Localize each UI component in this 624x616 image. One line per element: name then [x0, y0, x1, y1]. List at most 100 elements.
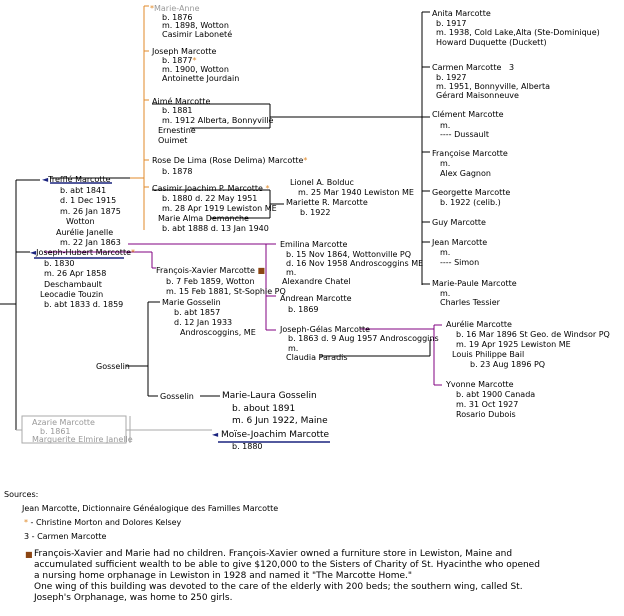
person-anita[interactable]: Anita Marcotte [432, 9, 491, 18]
source-item: Jean Marcotte, Dictionnaire Généalogique… [22, 504, 279, 513]
person-andrean[interactable]: Andrean Marcotte [280, 294, 352, 303]
person-detail: b. 1880 d. 22 May 1951 [162, 194, 258, 203]
arrow-left-icon: ◄ [30, 248, 37, 257]
person-detail: m. [286, 268, 297, 277]
arrow-left-icon: ◄ [212, 430, 219, 439]
person-detail: ---- Simon [440, 258, 480, 267]
person-aurelie[interactable]: Aurélie Marcotte [446, 320, 512, 329]
person-name: Trefflé Marcotte [48, 175, 111, 184]
source-star-marker: * [303, 156, 308, 165]
person-marie-gosselin[interactable]: Marie Gosselin [162, 298, 221, 307]
person-detail: m. 28 Apr 1919 Lewiston ME [162, 204, 277, 213]
person-detail: Marguerite Elmire Janelle [32, 435, 133, 444]
person-name: Moïse-Joachim Marcotte [221, 430, 330, 440]
person-detail: m. 31 Oct 1927 [456, 400, 519, 409]
person-marie-laura[interactable]: Marie-Laura Gosselin [222, 391, 317, 401]
person-name: Carmen Marcotte [432, 63, 502, 72]
person-carmen[interactable]: Carmen Marcotte 3 [432, 63, 514, 72]
person-detail: Wotton [66, 217, 95, 226]
person-marie-anne[interactable]: *Marie-Anne [150, 4, 199, 13]
person-detail: m. 1938, Cold Lake,Alta (Ste-Dominique) [436, 28, 600, 37]
source-item: * - Christine Morton and Dolores Kelsey [24, 518, 182, 527]
person-guy[interactable]: Guy Marcotte [432, 218, 486, 227]
person-detail: b. abt 1833 d. 1859 [44, 300, 124, 309]
person-yvonne[interactable]: Yvonne Marcotte [446, 380, 514, 389]
person-treffle[interactable]: ◄Trefflé Marcotte [42, 175, 111, 184]
person-joseph[interactable]: Joseph Marcotte [152, 47, 216, 56]
person-detail: b. 1863 d. 9 Aug 1957 Androscoggins [288, 334, 439, 343]
person-detail: m. 19 Apr 1925 Lewiston ME [456, 340, 571, 349]
person-detail: d. 1 Dec 1915 [60, 196, 117, 205]
person-detail: Ouimet [158, 136, 188, 145]
person-detail: b. 1880 [232, 442, 263, 451]
person-marie-paule[interactable]: Marie-Paule Marcotte [432, 279, 517, 288]
person-detail: b. 1869 [288, 305, 319, 314]
person-name: Casimir Joachim P. Marcotte [152, 184, 263, 193]
note-line: Joseph's Orphanage, was home to 250 girl… [34, 593, 233, 603]
person-gosselin[interactable]: Gosselin [96, 362, 130, 371]
person-detail: m. 26 Jan 1875 [60, 207, 121, 216]
person-detail: Rosario Dubois [456, 410, 516, 419]
person-name: Joseph Marcotte [152, 47, 217, 56]
person-detail: Gérard Maisonneuve [436, 91, 519, 100]
person-detail: b. 1922 (celib.) [440, 198, 501, 207]
person-detail: b. 15 Nov 1864, Wottonville PQ [286, 250, 412, 259]
person-detail: m. 15 Feb 1881, St-Sophie PQ [166, 287, 286, 296]
person-detail: b. 1927 [436, 73, 467, 82]
source-3-marker: 3 [509, 63, 515, 72]
person-detail: b. 1878 [162, 167, 193, 176]
person-detail: m. [440, 121, 451, 130]
person-fx[interactable]: François-Xavier Marcotte ■ [156, 266, 265, 275]
person-detail: b. abt 1888 d. 13 Jan 1940 [162, 224, 269, 233]
person-detail: b. abt 1900 Canada [456, 390, 536, 399]
person-detail: m. [440, 159, 451, 168]
person-detail: Deschambault [44, 280, 102, 289]
person-detail: Charles Tessier [440, 298, 500, 307]
person-detail: Alex Gagnon [440, 169, 491, 178]
person-detail: b. 1881 [162, 106, 193, 115]
person-clement[interactable]: Clément Marcotte [432, 110, 504, 119]
person-mariette[interactable]: Mariette R. Marcotte [286, 198, 368, 207]
person-name: François-Xavier Marcotte [156, 266, 255, 275]
person-francoise[interactable]: Françoise Marcotte [432, 149, 508, 158]
person-detail: m. [288, 344, 299, 353]
person-detail: b. abt 1857 [174, 308, 221, 317]
person-detail: b. 16 Mar 1896 St Geo. de Windsor PQ [456, 330, 610, 339]
person-detail: b. 1861 [40, 427, 71, 436]
person-emilina[interactable]: Emilina Marcotte [280, 240, 348, 249]
person-name: Marie-Anne [154, 4, 200, 13]
person-joseph-hubert[interactable]: ◄Joseph-Hubert Marcotte* [30, 248, 135, 257]
person-detail: b. 23 Aug 1896 PQ [470, 360, 546, 369]
person-moise[interactable]: ◄ Moïse-Joachim Marcotte [212, 429, 329, 441]
person-detail: d. 16 Nov 1958 Androscoggins ME [286, 259, 424, 268]
person-name: Aimé Marcotte [152, 97, 211, 106]
arrow-left-icon: ◄ [42, 175, 49, 184]
source-star-marker: * [150, 4, 154, 13]
person-detail: b. 7 Feb 1859, Wotton [166, 277, 255, 286]
person-jean[interactable]: Jean Marcotte [432, 238, 488, 247]
person-casimir[interactable]: Casimir Joachim P. Marcotte * [152, 184, 270, 193]
note-square-marker: ■ [25, 550, 33, 559]
note-text: François-Xavier and Marie had no childre… [34, 549, 540, 604]
person-detail: Alexandre Chatel [282, 277, 351, 286]
person-detail: m. 22 Jan 1863 [60, 238, 121, 247]
person-detail: Howard Duquette (Duckett) [436, 38, 547, 47]
person-detail: m. 25 Mar 1940 Lewiston ME [298, 188, 414, 197]
person-detail: ---- Dussault [440, 130, 489, 139]
person-detail: Claudia Paradis [286, 353, 348, 362]
person-georgette[interactable]: Georgette Marcotte [432, 188, 511, 197]
person-rose[interactable]: Rose De Lima (Rose Delima) Marcotte* [152, 156, 307, 165]
person-detail: m. 26 Apr 1858 [44, 269, 107, 278]
person-azarie[interactable]: Azarie Marcotte [32, 418, 95, 427]
person-aime[interactable]: Aimé Marcotte [152, 97, 210, 106]
person-name: Joseph-Hubert Marcotte [36, 248, 131, 257]
person-detail: m. 6 Jun 1922, Maine [232, 416, 328, 426]
note-line: François-Xavier and Marie had no childre… [34, 549, 513, 559]
person-lionel[interactable]: Lionel A. Bolduc [290, 178, 354, 187]
person-detail: m. [440, 248, 451, 257]
person-gosselin[interactable]: Gosselin [160, 392, 194, 401]
note-line: One wing of this building was devoted to… [34, 582, 523, 592]
person-detail: Leocadie Touzin [40, 290, 104, 299]
person-joseph-gelas[interactable]: Joseph-Gélas Marcotte [280, 325, 371, 334]
